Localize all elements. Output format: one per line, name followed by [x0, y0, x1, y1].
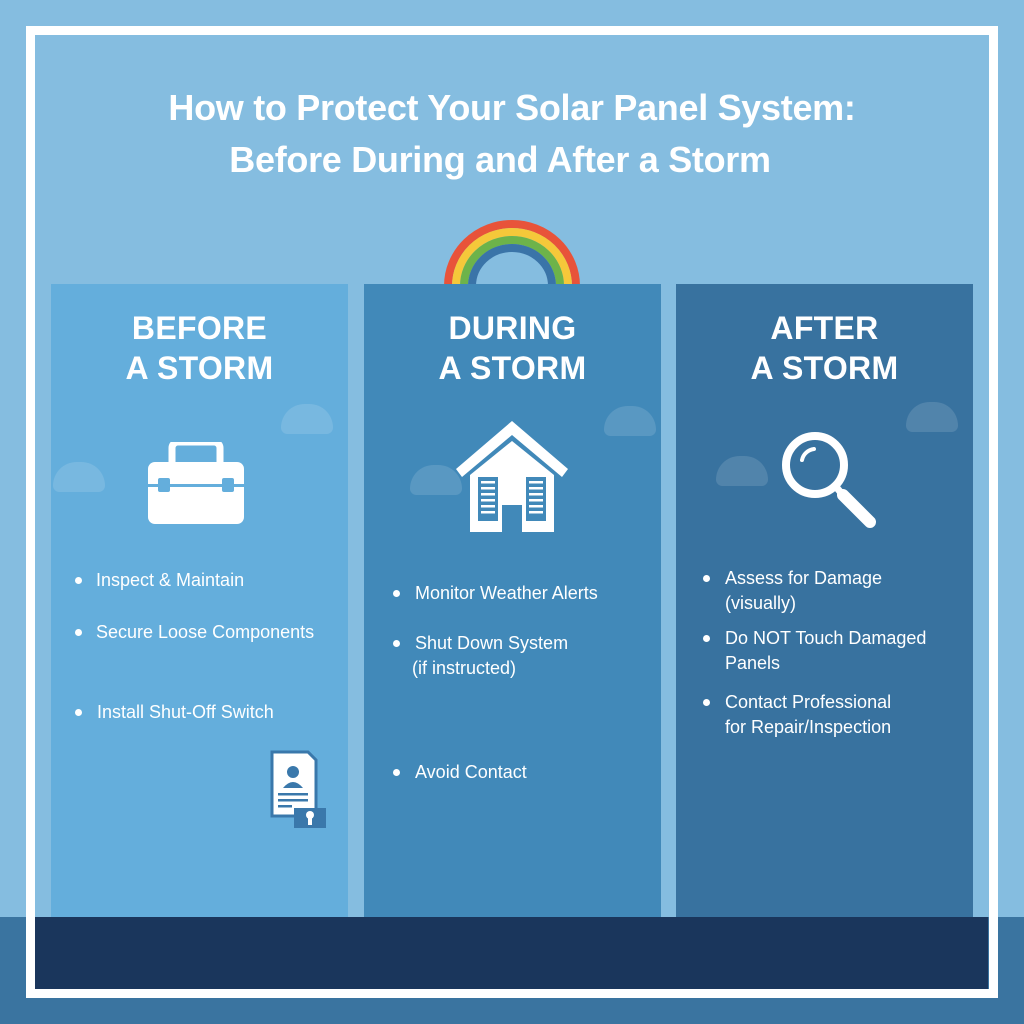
- bullet-icon: [393, 590, 400, 597]
- cloud-decoration: [53, 462, 105, 492]
- rainbow-icon: [444, 220, 580, 286]
- bullet-icon: [75, 709, 82, 716]
- heading-line-2: A STORM: [438, 350, 587, 386]
- bullet-icon: [393, 769, 400, 776]
- bullet-icon: [75, 629, 82, 636]
- cloud-decoration: [906, 402, 958, 432]
- cloud-decoration: [410, 465, 462, 495]
- heading-line-1: DURING: [448, 310, 577, 346]
- title-line-2: Before During and After a Storm: [229, 139, 771, 180]
- bullet-icon: [75, 577, 82, 584]
- cloud-decoration: [716, 456, 768, 486]
- cloud-decoration: [281, 404, 333, 434]
- column-before-storm: BEFORE A STORM Inspect & Maintain Secure…: [51, 284, 348, 917]
- heading-line-2: A STORM: [125, 350, 274, 386]
- bullet-icon: [703, 575, 710, 582]
- column-heading: BEFORE A STORM: [51, 308, 348, 388]
- bullet-icon: [703, 699, 710, 706]
- cloud-decoration: [604, 406, 656, 436]
- column-heading: AFTER A STORM: [676, 308, 973, 388]
- title-line-1: How to Protect Your Solar Panel System:: [168, 87, 856, 128]
- magnifier-icon: [782, 432, 876, 528]
- column-heading: DURING A STORM: [364, 308, 661, 388]
- column-after-storm: AFTER A STORM Assess for Damage (visuall…: [676, 284, 973, 917]
- heading-line-2: A STORM: [750, 350, 899, 386]
- footer-band: [35, 917, 988, 989]
- bullet-icon: [703, 635, 710, 642]
- toolbox-icon: [148, 442, 244, 524]
- white-frame: [26, 26, 998, 998]
- column-during-storm: DURING A STORM Monitor Weather Alerts Sh…: [364, 284, 661, 917]
- house-icon: [456, 421, 568, 533]
- page-title: How to Protect Your Solar Panel System: …: [0, 82, 1024, 186]
- bullet-icon: [393, 640, 400, 647]
- heading-line-1: BEFORE: [131, 310, 268, 346]
- heading-line-1: AFTER: [770, 310, 879, 346]
- document-lock-icon: [270, 750, 326, 828]
